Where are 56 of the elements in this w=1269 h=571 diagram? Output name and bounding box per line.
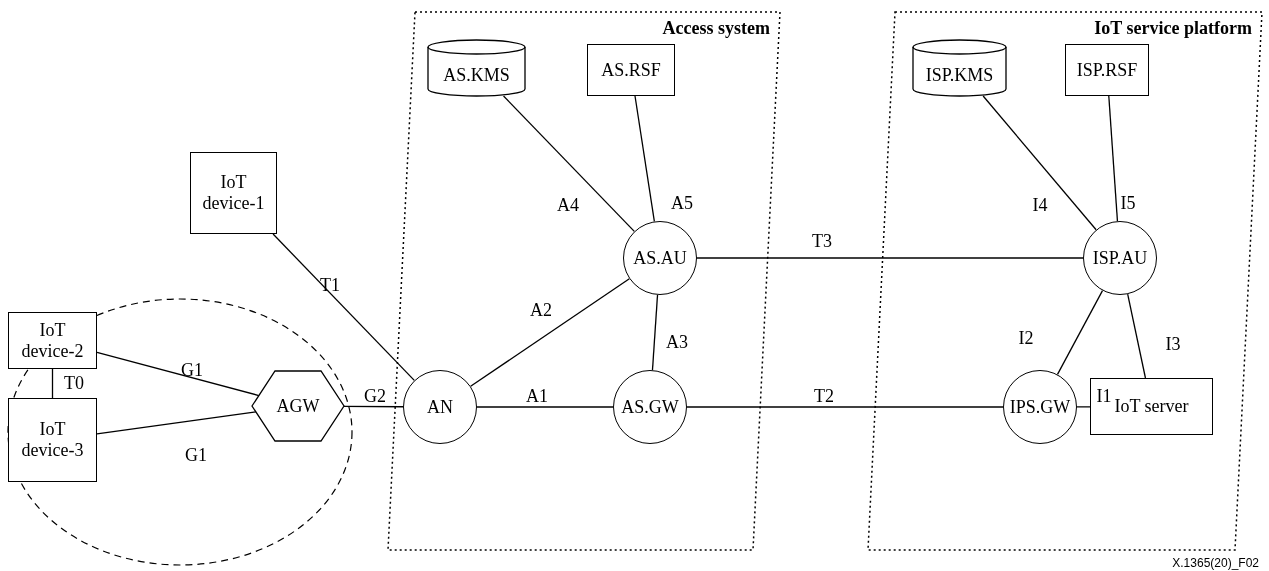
connector-line <box>96 351 260 397</box>
process-box <box>190 152 277 234</box>
connector-line <box>1056 289 1104 376</box>
process-box <box>1065 44 1149 96</box>
connector-line <box>982 95 1097 231</box>
edge-label: T2 <box>814 385 834 407</box>
edge-label: A3 <box>666 331 688 353</box>
process-box <box>8 398 97 482</box>
edge-label: A1 <box>526 385 548 407</box>
connector-line <box>651 294 659 371</box>
edge-label: I1 <box>1096 385 1112 407</box>
connector-line <box>502 95 635 233</box>
edge-label: T0 <box>64 372 84 394</box>
connector-line <box>1127 293 1147 379</box>
edge-label: A5 <box>671 192 693 214</box>
node-label: IoT device-3 <box>20 419 85 461</box>
figure-id: X.1365(20)_F02 <box>1172 556 1259 570</box>
process-box <box>8 312 97 369</box>
region-title: Access system <box>662 18 770 39</box>
region-title: IoT service platform <box>1094 18 1252 39</box>
connector-line <box>634 95 655 223</box>
node-label: ISP.RSF <box>1075 59 1139 81</box>
edge-label: G1 <box>181 359 203 381</box>
edge-label: I2 <box>1018 327 1034 349</box>
connector-line <box>686 406 1004 408</box>
edge-label: A4 <box>557 194 579 216</box>
node-label: AN <box>426 396 454 418</box>
node-label: ISP.KMS <box>924 64 995 86</box>
node-label: AS.AU <box>632 247 688 269</box>
node-label: IoT device-1 <box>201 172 266 214</box>
connector-line <box>476 406 614 408</box>
connector-line <box>343 405 404 408</box>
connector-line <box>1108 95 1119 222</box>
connector-line <box>696 257 1084 259</box>
edge-label: G2 <box>364 385 386 407</box>
connector-line <box>470 278 630 387</box>
node-label: AGW <box>275 395 321 417</box>
edge-label: I4 <box>1032 194 1048 216</box>
node-label: IPS.GW <box>1008 396 1072 418</box>
edge-label: T1 <box>320 274 340 296</box>
node-label: AS.GW <box>620 396 680 418</box>
edge-label: T3 <box>812 230 832 252</box>
edge-label: G1 <box>185 444 207 466</box>
edge-label: I5 <box>1120 192 1136 214</box>
connector-line <box>272 233 415 382</box>
process-box <box>1090 378 1213 435</box>
edge-label: A2 <box>530 299 552 321</box>
node-label: AS.KMS <box>442 64 511 86</box>
connector-line <box>96 411 257 435</box>
process-box <box>587 44 675 96</box>
node-label: IoT server <box>1113 396 1190 417</box>
node-label: AS.RSF <box>600 59 662 81</box>
connector-line <box>51 368 54 399</box>
edge-label: I3 <box>1165 333 1181 355</box>
node-label: ISP.AU <box>1091 247 1149 269</box>
node-label: IoT device-2 <box>20 319 85 362</box>
